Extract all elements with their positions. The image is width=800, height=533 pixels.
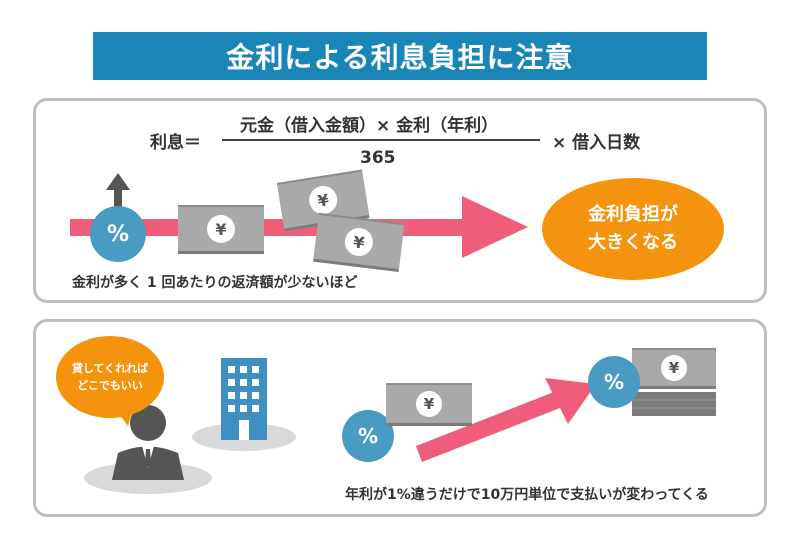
yen-bill: ¥ xyxy=(178,205,264,251)
yen-icon: ¥ xyxy=(661,355,687,381)
yen-icon: ¥ xyxy=(416,391,442,417)
result-bubble: 金利負担が 大きくなる xyxy=(542,178,724,280)
bill-stack xyxy=(632,392,716,416)
formula-lhs: 利息＝ xyxy=(150,133,201,153)
formula-numerator: 元金（借入金額）× 金利（年利） xyxy=(240,116,499,136)
result-line-2: 大きくなる xyxy=(588,232,678,253)
yen-bill-high: ¥ xyxy=(632,348,716,386)
formula-denominator: 365 xyxy=(360,148,396,168)
top-caption: 金利が多く 1 回あたりの返済額が少ないほど xyxy=(72,275,358,291)
percent-icon-high: % xyxy=(588,356,640,408)
speech-line-1: 貸してくれれば xyxy=(71,362,149,375)
person-icon xyxy=(112,405,184,480)
rate-up-arrow-icon xyxy=(106,173,130,210)
speech-bubble: 貸してくれれば どこでもいい xyxy=(56,336,164,418)
speech-line-2: どこでもいい xyxy=(77,379,143,392)
bottom-caption: 年利が1%違うだけで10万円単位で支払いが変わってくる xyxy=(345,487,709,503)
increase-arrow-bottom xyxy=(416,378,596,462)
page-title: 金利による利息負担に注意 xyxy=(93,32,707,80)
percent-icon: % xyxy=(90,206,146,262)
yen-bill-low: ¥ xyxy=(386,383,472,423)
formula-multiplier: × 借入日数 xyxy=(552,133,641,153)
yen-icon: ¥ xyxy=(207,215,235,243)
building-icon xyxy=(221,358,267,440)
result-line-1: 金利負担が xyxy=(588,204,678,225)
percent-icon-low: % xyxy=(342,410,394,462)
fraction-bar xyxy=(222,139,540,141)
